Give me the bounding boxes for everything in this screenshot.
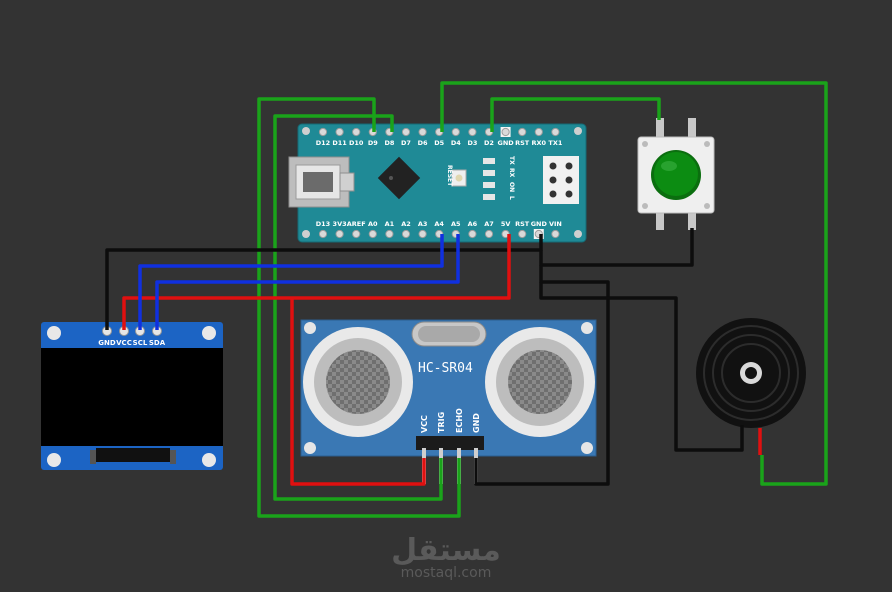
wire-5v-to-oled xyxy=(122,234,511,330)
pin-top-tx1[interactable] xyxy=(551,127,560,137)
pin-label-top: D3 xyxy=(467,139,477,147)
watermark-arabic: مستقل xyxy=(391,533,501,568)
reset-label: RESET xyxy=(446,165,453,187)
led-label-on: ON xyxy=(508,182,515,192)
wire-d2-to-button xyxy=(490,97,661,132)
pin-label-top: D6 xyxy=(418,139,428,147)
pin-label-bottom: A1 xyxy=(385,220,395,228)
microcontroller-chip-icon xyxy=(377,156,421,200)
pin-label-top: D10 xyxy=(349,139,364,147)
pin-label-bottom: RST xyxy=(515,220,530,228)
pin-label-top: D8 xyxy=(384,139,394,147)
oled-pin-label: SDA xyxy=(149,339,166,347)
oled-pin-label: GND xyxy=(98,339,116,347)
pin-top-d7[interactable] xyxy=(401,127,411,137)
pin-bottom-d13[interactable] xyxy=(318,229,328,239)
icsp-header xyxy=(543,156,579,204)
receiver-transducer xyxy=(485,327,595,437)
usb-connector-icon xyxy=(288,156,355,208)
pin-bottom-3v3[interactable] xyxy=(335,229,344,239)
pin-label-top: GND xyxy=(498,139,515,147)
wire-a4-to-scl xyxy=(138,234,444,330)
wire-5v-to-sonar xyxy=(290,298,426,486)
sensor-pin-label: GND xyxy=(472,413,481,433)
wire-gnd-to-buzzer xyxy=(539,282,744,452)
pin-label-bottom: A3 xyxy=(418,220,428,228)
pin-label-top: D4 xyxy=(451,139,461,147)
pin-label-top: RST xyxy=(515,139,530,147)
wire-d9-to-echo xyxy=(257,97,461,518)
pin-label-bottom: A0 xyxy=(368,220,378,228)
pin-label-bottom: A6 xyxy=(468,220,478,228)
pin-label-top: D11 xyxy=(332,139,347,147)
watermark-url: mostaql.com xyxy=(401,565,492,581)
pin-top-rst[interactable] xyxy=(518,127,527,137)
push-button-icon[interactable] xyxy=(637,118,715,230)
reset-button[interactable] xyxy=(451,169,467,187)
pin-label-top: TX1 xyxy=(548,139,562,147)
pin-top-rx0[interactable] xyxy=(534,127,543,137)
pin-label-bottom: VIN xyxy=(549,220,562,228)
pin-bottom-rst[interactable] xyxy=(518,229,527,239)
pin-label-top: D2 xyxy=(484,139,494,147)
pin-top-d11[interactable] xyxy=(335,127,344,137)
pin-top-d10[interactable] xyxy=(352,127,361,137)
ultrasonic-sensor: HC-SR04 VCC TRIG ECHO GND xyxy=(300,319,597,484)
sensor-header-block xyxy=(416,436,484,450)
pin-label-top: D12 xyxy=(316,139,330,147)
sensor-pin-label: TRIG xyxy=(437,412,446,433)
pin-bottom-aref[interactable] xyxy=(352,229,361,239)
pin-label-bottom: GND xyxy=(531,220,548,228)
oled-pin-label: VCC xyxy=(116,339,132,347)
pin-label-top: D7 xyxy=(401,139,411,147)
sensor-pin-label: VCC xyxy=(420,415,429,433)
wire-a5-to-sda xyxy=(155,234,460,330)
pin-bottom-a7[interactable] xyxy=(484,229,494,239)
wires xyxy=(105,81,828,518)
pin-top-d12[interactable] xyxy=(318,127,328,137)
pin-label-bottom: 5V xyxy=(501,220,511,228)
pin-label-bottom: 3V3 xyxy=(333,220,347,228)
pin-bottom-a3[interactable] xyxy=(418,229,427,239)
pin-label-bottom: AREF xyxy=(347,220,366,228)
pin-label-bottom: A7 xyxy=(484,220,494,228)
led-label-l: L xyxy=(508,196,515,200)
pin-label-top: RX0 xyxy=(532,139,547,147)
pin-bottom-a1[interactable] xyxy=(385,229,394,239)
pin-label-top: D9 xyxy=(368,139,378,147)
pin-label-bottom: D13 xyxy=(316,220,330,228)
pin-bottom-vin[interactable] xyxy=(551,229,560,239)
wire-d5-to-buzzer xyxy=(440,81,828,486)
pin-bottom-a2[interactable] xyxy=(401,229,411,239)
status-leds xyxy=(483,158,495,200)
pin-label-bottom: A2 xyxy=(401,220,411,228)
buzzer-icon xyxy=(696,318,806,428)
led-label-tx: TX xyxy=(508,156,515,165)
sensor-model-label: HC-SR04 xyxy=(418,361,473,376)
pin-bottom-a6[interactable] xyxy=(468,229,477,239)
led-label-rx: RX xyxy=(508,168,515,178)
pin-top-d4[interactable] xyxy=(451,127,460,137)
wire-gnd-to-button xyxy=(539,228,694,267)
pin-label-top: D5 xyxy=(434,139,444,147)
pin-top-d6[interactable] xyxy=(418,127,427,137)
oled-pin-label: SCL xyxy=(133,339,148,347)
pin-label-bottom: A4 xyxy=(434,220,444,228)
pin-top-d3[interactable] xyxy=(468,127,477,137)
transmitter-transducer xyxy=(303,327,413,437)
wire-gnd-to-sonar xyxy=(474,265,610,486)
pin-top-gnd[interactable] xyxy=(501,127,510,137)
sensor-pin-label: ECHO xyxy=(455,408,464,433)
pin-bottom-a0[interactable] xyxy=(368,229,377,239)
wire-gnd-to-oled xyxy=(105,234,543,330)
wire-d8-to-trig xyxy=(273,114,443,501)
pin-label-bottom: A5 xyxy=(451,220,461,228)
